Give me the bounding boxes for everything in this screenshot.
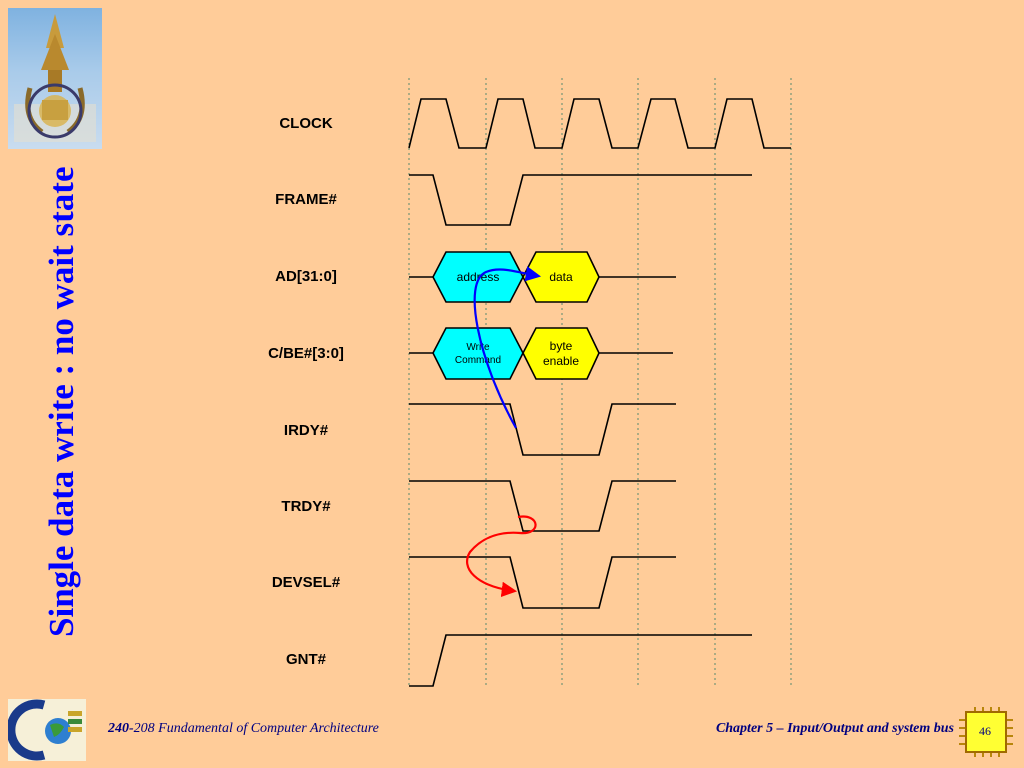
cbe-byte-label: byte [550, 339, 573, 353]
cbe-command-phase [432, 327, 524, 380]
microchip-icon [959, 707, 1013, 757]
frame-waveform [409, 174, 752, 226]
footer-course-title: 208 Fundamental of Computer Architecture [133, 721, 379, 736]
cbe-byte-label: enable [543, 354, 579, 368]
devsel-waveform [409, 556, 676, 609]
clock-waveform [408, 98, 791, 149]
footer-course-number: 240- [108, 721, 134, 736]
irdy-waveform [409, 403, 676, 456]
page-number: 46 [979, 724, 991, 738]
university-crest-icon [8, 8, 102, 149]
footer-course: 240-208 Fundamental of Computer Architec… [108, 721, 379, 737]
signal-label-clock: CLOCK [279, 115, 333, 132]
footer-chapter: Chapter 5 – Input/Output and system bus [715, 721, 954, 736]
cbe-byte-enable-phase [522, 327, 600, 380]
signal-label-devsel: DEVSEL# [271, 574, 341, 591]
signal-label-gnt: GNT# [285, 651, 326, 668]
blue-arrow [473, 266, 542, 429]
cbe-command-label: Command [455, 355, 501, 366]
trdy-waveform [409, 480, 676, 532]
red-arrow [465, 515, 537, 598]
signal-label-cbe: C/BE#[3:0] [268, 345, 344, 362]
signal-label-ad: AD[31:0] [275, 268, 337, 285]
course-globe-logo-icon [6, 699, 86, 761]
cbe-command-label: Write [466, 342, 490, 353]
timing-diagram: address data Write Command byte enable [408, 78, 792, 688]
signal-label-trdy: TRDY# [281, 498, 331, 515]
ad-data-label: data [549, 270, 573, 284]
gnt-waveform [409, 634, 752, 687]
signal-label-frame: FRAME# [275, 191, 337, 208]
signal-label-irdy: IRDY# [283, 422, 329, 439]
ad-address-label: address [457, 270, 500, 284]
ad-data-phase [522, 251, 600, 303]
